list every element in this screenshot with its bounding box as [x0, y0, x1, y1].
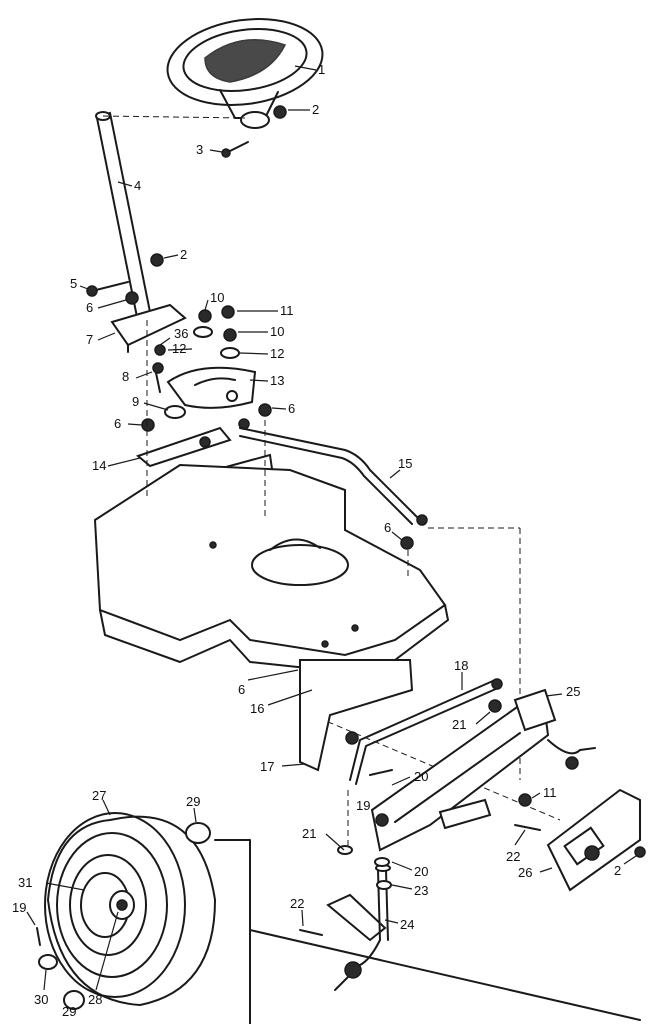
callout-12: 12 [172, 341, 186, 356]
callout-9: 9 [132, 394, 139, 409]
drag-link [239, 427, 428, 550]
callout-25: 25 [566, 684, 580, 699]
callout-13: 13 [270, 373, 284, 388]
callout-30: 30 [34, 992, 48, 1007]
callout-27: 27 [92, 788, 106, 803]
callout-23: 23 [414, 883, 428, 898]
callout-11: 11 [280, 303, 294, 318]
callout-6: 6 [86, 300, 93, 315]
callout-8: 8 [122, 369, 129, 384]
callouts: 1 2 3 4 2 5 6 7 36 12 8 9 6 14 10 11 10 [12, 62, 637, 1019]
callout-15: 15 [398, 456, 412, 471]
callout-19: 19 [356, 798, 370, 813]
callout-10: 10 [270, 324, 284, 339]
callout-22: 22 [506, 849, 520, 864]
washer-stack [152, 305, 272, 430]
callout-3: 3 [196, 142, 203, 157]
callout-21: 21 [452, 717, 466, 732]
callout-28: 28 [88, 992, 102, 1007]
callout-24: 24 [400, 917, 414, 932]
callout-7: 7 [86, 332, 93, 347]
column-hardware [86, 105, 287, 305]
callout-26: 26 [518, 865, 532, 880]
right-spindle [514, 739, 646, 892]
steering-shaft [95, 111, 246, 319]
front-wheel [36, 812, 641, 1024]
callout-21: 21 [302, 826, 316, 841]
callout-10: 10 [210, 290, 224, 305]
callout-6: 6 [114, 416, 121, 431]
callout-2: 2 [180, 247, 187, 262]
tie-rod [349, 678, 503, 785]
callout-2: 2 [614, 863, 621, 878]
callout-31: 31 [18, 875, 32, 890]
callout-2: 2 [312, 102, 319, 117]
callout-29: 29 [62, 1004, 76, 1019]
callout-11: 11 [543, 785, 557, 800]
left-spindle [299, 769, 393, 991]
callout-29: 29 [186, 794, 200, 809]
callout-5: 5 [70, 276, 77, 291]
callout-14: 14 [92, 458, 106, 473]
tractor-frame [93, 463, 449, 673]
callout-22: 22 [290, 896, 304, 911]
callout-6: 6 [384, 520, 391, 535]
callout-6: 6 [288, 401, 295, 416]
support-bracket [110, 303, 187, 353]
callout-17: 17 [260, 759, 274, 774]
front-axle [299, 659, 557, 852]
callout-19: 19 [12, 900, 26, 915]
callout-6: 6 [238, 682, 245, 697]
callout-20: 20 [414, 864, 428, 879]
steering-sector-plate [166, 366, 257, 409]
callout-12: 12 [270, 346, 284, 361]
callout-4: 4 [134, 178, 141, 193]
steering-wheel [166, 18, 324, 129]
callout-20: 20 [414, 769, 428, 784]
callout-1: 1 [318, 62, 325, 77]
callout-36: 36 [174, 326, 188, 341]
callout-18: 18 [454, 658, 468, 673]
callout-16: 16 [250, 701, 264, 716]
